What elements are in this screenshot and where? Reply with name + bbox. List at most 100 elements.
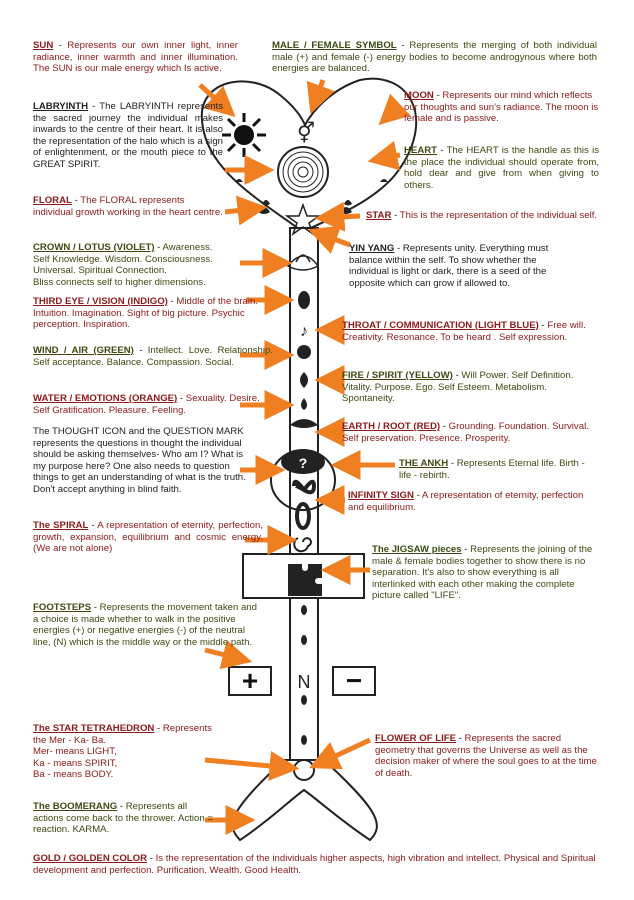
third-eye-icon bbox=[298, 291, 310, 309]
ankh-title: THE ANKH bbox=[399, 458, 449, 469]
footsteps-text: Represents the movement taken and a choi… bbox=[33, 602, 257, 648]
annotation-heart: HEART - The HEART is the handle as this … bbox=[404, 145, 600, 191]
neutral-icon: N bbox=[298, 672, 311, 692]
tetrahedron-text: Represents bbox=[162, 723, 212, 734]
fire-title: FIRE / SPIRIT (YELLOW) bbox=[342, 370, 453, 381]
annotation-male-female: MALE / FEMALE SYMBOL - Represents the me… bbox=[272, 40, 598, 75]
fire-text: Will Power. Self Definition. Vitality. P… bbox=[342, 370, 574, 405]
heart-outline bbox=[200, 77, 418, 234]
crown-title: CROWN / LOTUS (VIOLET) bbox=[33, 242, 155, 253]
wind-icon bbox=[297, 345, 311, 359]
flower-text: Represents the sacred geometry that gove… bbox=[375, 733, 597, 779]
lotus-icon bbox=[286, 254, 320, 271]
annotation-spiral: The SPIRAL - A representation of eternit… bbox=[33, 520, 264, 555]
arrow-male-female bbox=[306, 79, 335, 115]
yin-yang-title: YIN YANG bbox=[349, 243, 395, 254]
wind-text: Intellect. Love. Relationship. Self acce… bbox=[33, 345, 273, 368]
thought-text: The THOUGHT ICON and the QUESTION MARK r… bbox=[33, 426, 246, 495]
fire-icon bbox=[300, 372, 308, 388]
annotation-third-eye: THIRD EYE / VISION (INDIGO) - Middle of … bbox=[33, 296, 258, 331]
male-female-icon: ⚥ bbox=[297, 121, 315, 145]
annotation-labyrinth: LABRYINTH - The LABRYINTH represents the… bbox=[33, 101, 224, 170]
wind-title: WIND / AIR (GREEN) bbox=[33, 345, 134, 356]
sun-title: SUN bbox=[33, 40, 54, 51]
annotation-boomerang: The BOOMERANG - Represents all actions c… bbox=[33, 801, 213, 836]
labyrinth-icon bbox=[277, 146, 329, 198]
floral-title: FLORAL bbox=[33, 195, 72, 206]
annotation-water: WATER / EMOTIONS (ORANGE) - Sexuality. D… bbox=[33, 393, 260, 416]
minus-icon: − bbox=[346, 665, 362, 696]
yin-yang-text: Represents unity. Everything must balanc… bbox=[349, 243, 549, 289]
third-eye-title: THIRD EYE / VISION (INDIGO) bbox=[33, 296, 168, 307]
annotation-arrows bbox=[198, 79, 411, 835]
jigsaw-title: The JIGSAW pieces bbox=[372, 544, 462, 555]
throat-title: THROAT / COMMUNICATION (LIGHT BLUE) bbox=[342, 320, 539, 331]
crown-line-1: Awareness. bbox=[162, 242, 213, 253]
arrow-moon bbox=[378, 93, 411, 126]
arrow-heart bbox=[367, 140, 401, 171]
tetrahedron-line-4: Ba - means BODY. bbox=[33, 769, 114, 781]
labyrinth-text: The LABRYINTH represents the sacred jour… bbox=[33, 101, 224, 170]
floral-text: The FLORAL represents individual growth … bbox=[33, 195, 223, 218]
ankh-text: Represents Eternal life. Birth - life - … bbox=[399, 458, 585, 481]
annotation-infinity: INFINITY SIGN - A representation of eter… bbox=[348, 490, 584, 513]
boomerang bbox=[231, 759, 378, 842]
water-title: WATER / EMOTIONS (ORANGE) bbox=[33, 393, 178, 404]
star-text: This is the representation of the indivi… bbox=[399, 210, 598, 221]
annotation-thought: The THOUGHT ICON and the QUESTION MARK r… bbox=[33, 426, 253, 496]
gold-title: GOLD / GOLDEN COLOR bbox=[33, 853, 148, 864]
infinity-lower-loop bbox=[295, 502, 311, 530]
earth-icon bbox=[290, 419, 318, 428]
tetrahedron-title: The STAR TETRAHEDRON bbox=[33, 723, 155, 734]
crown-line-4: Bliss connects self to higher dimensions… bbox=[33, 276, 206, 288]
labyrinth-title: LABRYINTH bbox=[33, 101, 89, 112]
infinity-title: INFINITY SIGN bbox=[348, 490, 414, 501]
arrow-floral bbox=[224, 195, 268, 226]
annotation-crown: CROWN / LOTUS (VIOLET) - Awareness. Self… bbox=[33, 242, 213, 288]
water-text: Sexuality. Desire. Self Gratification. P… bbox=[33, 393, 260, 416]
heart-text: The HEART is the handle as this is the p… bbox=[404, 145, 600, 191]
arrow-yin-yang bbox=[307, 225, 351, 254]
annotation-flower: FLOWER OF LIFE - Represents the sacred g… bbox=[375, 733, 597, 779]
crown-line-2: Self Knowledge. Wisdom. Consciousness. bbox=[33, 253, 213, 265]
infinity-icon bbox=[292, 479, 317, 495]
moon-text: Represents our mind which reflects our t… bbox=[404, 90, 599, 125]
annotation-sun: SUN - Represents our own inner light, in… bbox=[33, 40, 238, 75]
male-female-title: MALE / FEMALE SYMBOL bbox=[272, 40, 397, 51]
jigsaw-text: Represents the joining of the male & fem… bbox=[372, 544, 593, 602]
sun-icon bbox=[222, 113, 266, 157]
spiral-title: The SPIRAL bbox=[33, 520, 89, 531]
tetrahedron-line-3: Ka - means SPIRIT, bbox=[33, 757, 118, 769]
thought-icon bbox=[281, 450, 325, 474]
tetrahedron-line-1: the Mer - Ka- Ba. bbox=[33, 734, 107, 746]
annotation-ankh: THE ANKH - Represents Eternal life. Birt… bbox=[399, 458, 585, 481]
arrow-tetrahedron bbox=[204, 751, 300, 781]
throat-text: Free will. Creativity. Resonance. To be … bbox=[342, 320, 586, 343]
annotation-yin-yang: YIN YANG - Represents unity. Everything … bbox=[349, 243, 549, 289]
annotation-tetrahedron: The STAR TETRAHEDRON - Represents the Me… bbox=[33, 723, 212, 781]
sun-text: Represents our own inner light, inner ra… bbox=[33, 40, 238, 75]
arrow-star bbox=[314, 201, 361, 232]
throat-icon: ♪ bbox=[300, 323, 308, 340]
plus-icon: + bbox=[242, 665, 258, 696]
flower-title: FLOWER OF LIFE bbox=[375, 733, 457, 744]
annotation-star: STAR - This is the representation of the… bbox=[366, 210, 598, 221]
question-mark-icon: ? bbox=[299, 455, 308, 471]
annotation-gold: GOLD / GOLDEN COLOR - Is the representat… bbox=[33, 853, 596, 876]
boomerang-title: The BOOMERANG bbox=[33, 801, 118, 812]
jigsaw-icon bbox=[288, 564, 322, 596]
footsteps-title: FOOTSTEPS bbox=[33, 602, 92, 613]
third-eye-text: Middle of the brain. Intuition. Imaginat… bbox=[33, 296, 258, 331]
earth-title: EARTH / ROOT (RED) bbox=[342, 421, 441, 432]
footsteps-icon bbox=[301, 605, 307, 745]
crown-line-3: Universal. Spiritual Connection. bbox=[33, 265, 167, 277]
annotation-footsteps: FOOTSTEPS - Represents the movement take… bbox=[33, 602, 257, 648]
earth-text: Grounding. Foundation. Survival. Self pr… bbox=[342, 421, 589, 444]
arrow-flower bbox=[309, 737, 372, 770]
annotation-moon: MOON - Represents our mind which reflect… bbox=[404, 90, 599, 125]
boomerang-text: Represents all actions come back to the … bbox=[33, 801, 213, 836]
arrow-sun bbox=[198, 83, 236, 118]
annotation-jigsaw: The JIGSAW pieces - Represents the joini… bbox=[372, 544, 593, 602]
arrow-footsteps bbox=[204, 639, 253, 670]
